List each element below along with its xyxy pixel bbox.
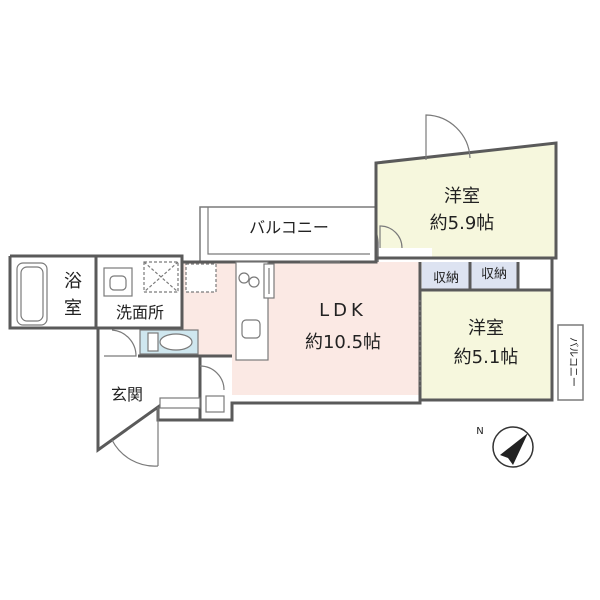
entrance-label: 玄関 [111,385,143,404]
door-swing [199,365,225,391]
room-ldk [182,262,420,395]
stove-burner-icon [238,272,250,284]
bath-label-1: 浴 [64,271,82,292]
storage-b-label: 収納 [481,267,507,282]
compass-label: N [476,426,483,437]
utility-box [205,395,225,413]
stove-burner-icon [248,276,260,288]
washroom-label: 洗面所 [116,303,164,322]
fridge-space-icon [185,263,217,293]
north-arrow-icon [492,426,534,468]
ldk-size: 約10.5帖 [305,332,381,353]
shoe-cabinet [159,397,201,409]
bathtub-icon [16,262,48,326]
door-swing [425,114,471,160]
western-b-name: 洋室 [468,318,504,339]
door-swing [379,225,403,249]
storage-b-area [470,262,518,290]
kitchen-sink-icon [241,319,261,339]
door-swing [104,329,137,357]
storage-a-label: 収納 [433,271,459,286]
ldk-name: LDK [319,300,367,321]
balcony-top-label: バルコニー [249,218,329,237]
room-western-b [420,290,552,400]
kitchen-counter [235,261,269,361]
room-western-a [376,143,556,258]
washbasin-icon [103,267,133,297]
balcony-side-label: バルコニー [567,337,579,387]
western-a-size: 約5.9帖 [430,213,495,234]
balcony-side [557,324,584,401]
western-a-name: 洋室 [444,186,480,207]
bath-label-2: 室 [64,298,82,319]
storage-a-area [422,262,470,290]
door-swing [111,439,159,467]
western-b-size: 約5.1帖 [454,347,519,368]
